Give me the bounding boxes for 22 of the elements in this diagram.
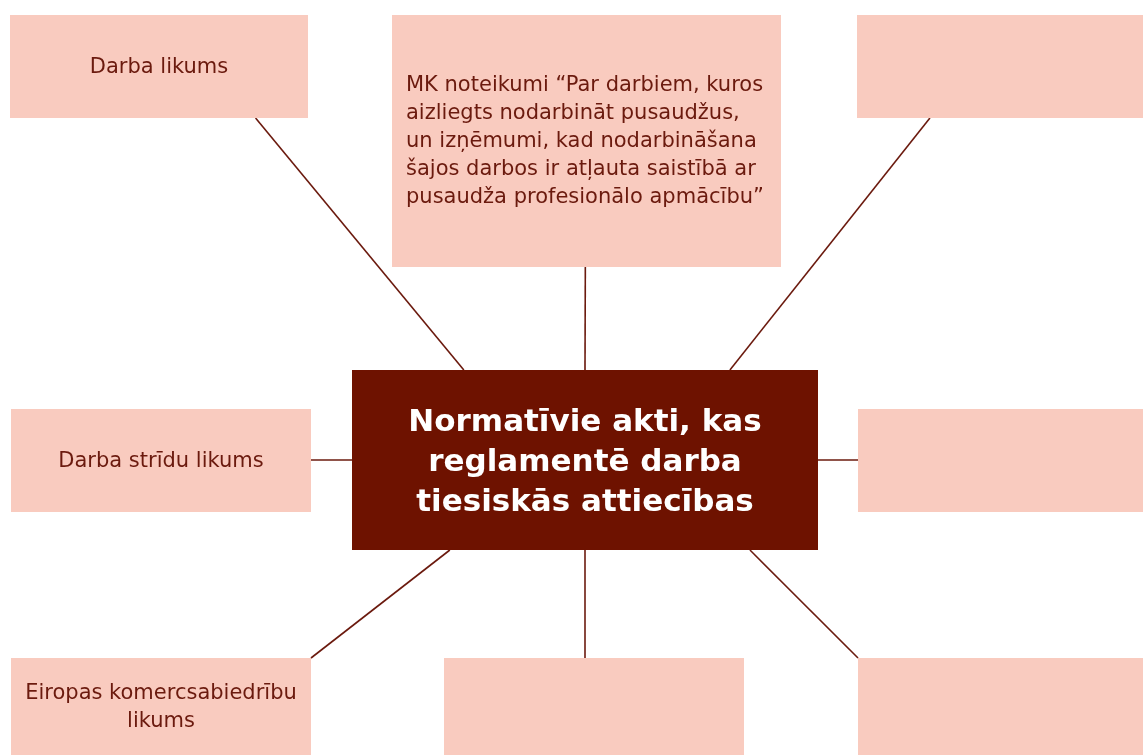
- empty-box: [444, 658, 744, 755]
- box-label: Darba likums: [89, 52, 229, 80]
- text-box: [392, 15, 781, 267]
- connector-line: [310, 549, 451, 659]
- connector-line: [254, 117, 465, 371]
- text-box: [11, 409, 311, 512]
- box-label: Eiropas komercsabiedrību likums: [24, 678, 298, 734]
- connector-line: [817, 459, 859, 461]
- text-box: [11, 658, 311, 755]
- connector-line: [729, 117, 931, 371]
- central-title: Normatīvie akti, kas reglamentē darba tiesiskās attiecības: [407, 400, 763, 521]
- central-box: [352, 370, 818, 550]
- text-box: [10, 15, 308, 118]
- connector-line: [310, 459, 353, 461]
- empty-box: [858, 658, 1143, 755]
- box-label: MK noteikumi “Par darbiem, kuros aizliegts nodarbināt pusaudžus, un izņēmumi, kad nodarbināšana šajos darbos ir atļauta saistībā ar pusaudža profesionālo apmācību”: [406, 71, 765, 210]
- box-label: Darba strīdu likums: [58, 446, 264, 474]
- empty-box: [857, 15, 1143, 118]
- connector-line: [584, 266, 587, 371]
- connector-line: [749, 549, 859, 659]
- connector-line: [584, 549, 586, 659]
- empty-box: [858, 409, 1143, 512]
